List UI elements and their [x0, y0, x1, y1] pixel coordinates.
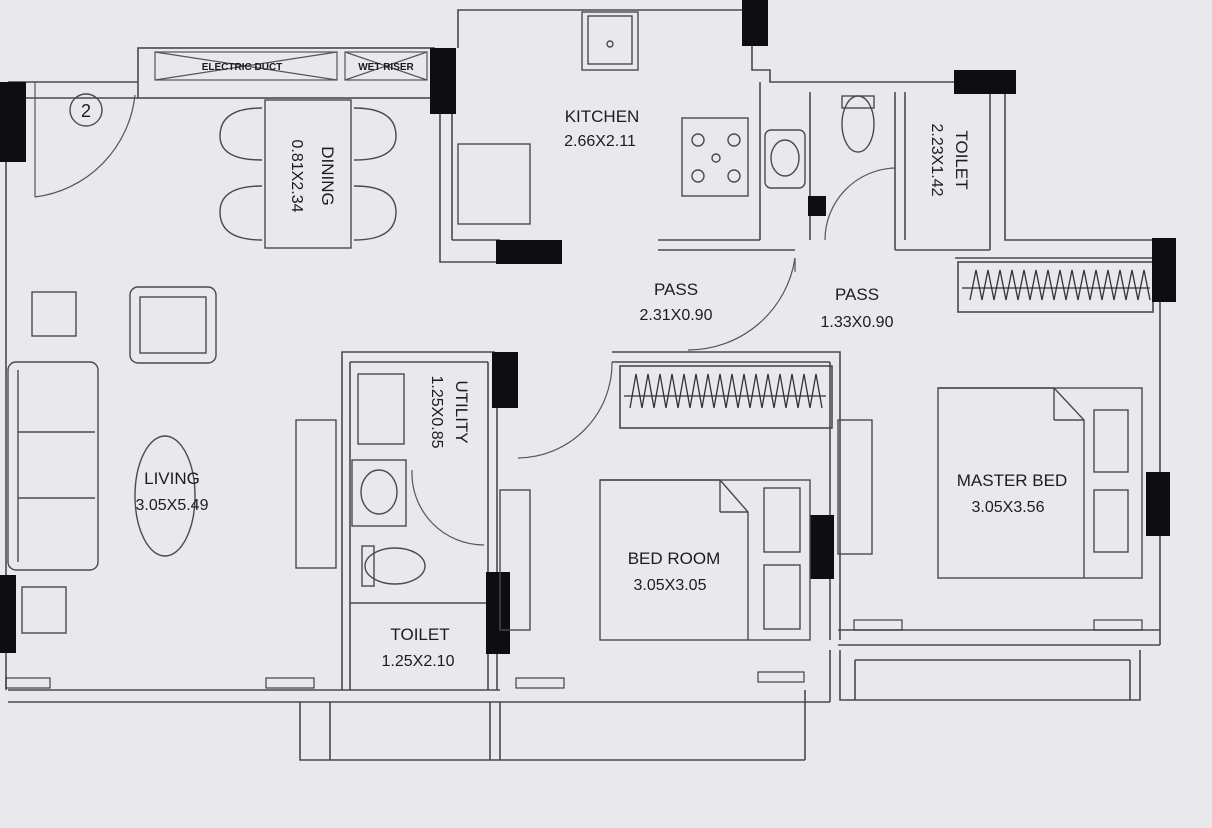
kitchen-dims: 2.66X2.11: [564, 133, 636, 150]
wardrobes: [624, 269, 1151, 409]
electric-duct-label: ELECTRIC DUCT: [202, 62, 283, 73]
living-name: LIVING: [144, 469, 200, 488]
toilet-bottom-name: TOILET: [390, 625, 449, 644]
toilet-top-name: TOILET: [952, 130, 971, 189]
toilet-top-dims: 2.23X1.42: [928, 124, 945, 197]
pass-left-dims: 2.31X0.90: [640, 307, 713, 324]
bed-room-dims: 3.05X3.05: [634, 577, 707, 594]
pass-right-name: PASS: [835, 285, 879, 304]
unit-marker-number: 2: [81, 101, 91, 121]
window-grills: [5, 619, 1143, 689]
utility-name: UTILITY: [452, 380, 471, 443]
dining-dims: 0.81X2.34: [288, 140, 305, 213]
wet-riser-label: WET RISER: [358, 62, 414, 73]
structural-columns: [0, 0, 1176, 654]
living-dims: 3.05X5.49: [136, 497, 209, 514]
dining-name: DINING: [318, 146, 337, 206]
unit-marker: 2: [69, 93, 103, 127]
pass-right-dims: 1.33X0.90: [821, 314, 894, 331]
kitchen-name: KITCHEN: [565, 107, 640, 126]
furniture: [7, 11, 1143, 641]
master-bed-dims: 3.05X3.56: [972, 499, 1045, 516]
utility-dims: 1.25X0.85: [428, 376, 445, 449]
bed-room-name: BED ROOM: [628, 549, 721, 568]
master-bed-name: MASTER BED: [957, 471, 1068, 490]
doors: [34, 82, 896, 546]
toilet-bottom-dims: 1.25X2.10: [382, 653, 455, 670]
pass-left-name: PASS: [654, 280, 698, 299]
